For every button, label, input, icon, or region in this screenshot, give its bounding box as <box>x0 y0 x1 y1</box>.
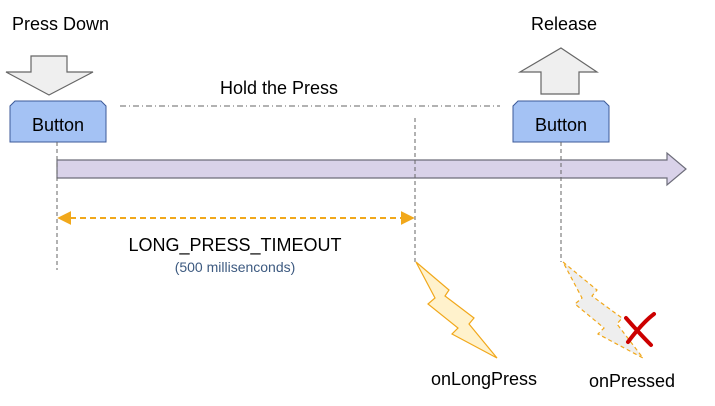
button-press-label: Button <box>32 115 84 135</box>
button-press-shape <box>9 100 107 143</box>
press-down-label: Press Down <box>12 14 109 34</box>
button-release-shape <box>512 100 610 143</box>
lightning-icon <box>415 261 498 359</box>
down-arrow-icon <box>5 55 94 96</box>
button-press: Button <box>9 100 107 143</box>
cross-icon <box>624 312 656 347</box>
release-label: Release <box>531 14 597 34</box>
on-pressed-label: onPressed <box>589 371 675 391</box>
button-release: Button <box>512 100 610 143</box>
on-long-press-label: onLongPress <box>431 369 537 389</box>
lightning-outline-icon <box>562 261 644 359</box>
up-arrow-icon <box>517 47 599 95</box>
timeout-value-label: (500 millisenconds) <box>175 259 296 275</box>
button-release-label: Button <box>535 115 587 135</box>
timeline-arrow <box>56 151 687 187</box>
timeout-name-label: LONG_PRESS_TIMEOUT <box>128 235 341 256</box>
cross-stroke-b <box>626 312 656 344</box>
hold-press-label: Hold the Press <box>220 78 338 98</box>
